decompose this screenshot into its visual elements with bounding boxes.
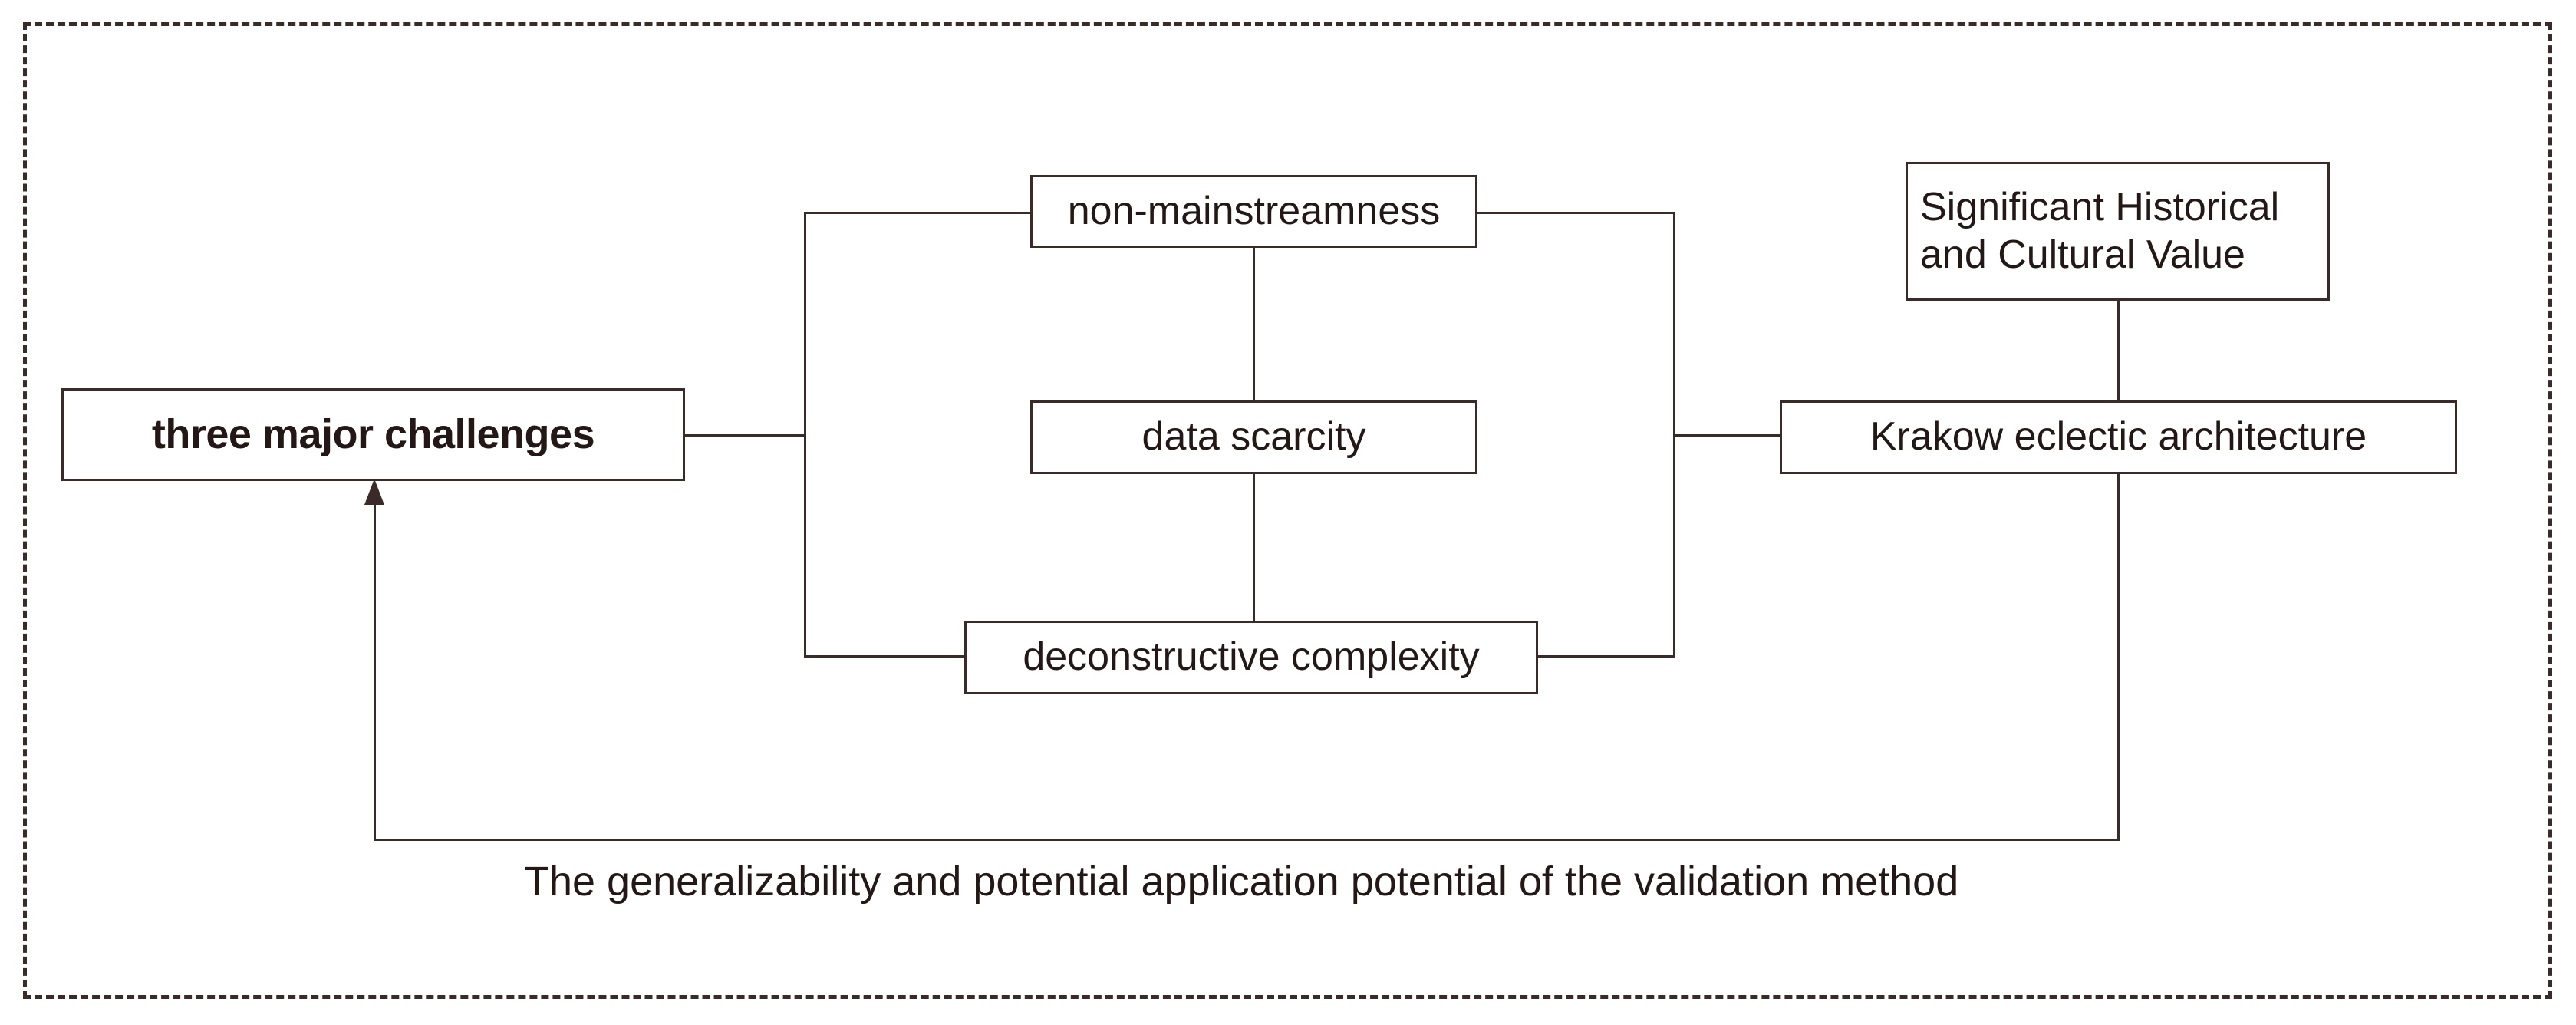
node-label-krakow-eclectic-architecture: Krakow eclectic architecture — [1869, 414, 2367, 460]
edge-bracket-to-non-mainstreamness — [804, 212, 1032, 214]
feedback-line-up-to-challenges — [374, 503, 376, 840]
node-label-deconstructive-complexity: deconstructive complexity — [1023, 634, 1480, 680]
node-label-non-mainstreamness: non-mainstreamness — [1067, 188, 1441, 233]
edge-bracket-to-deconstructive — [804, 655, 966, 658]
node-significant-historical-and-cultural-value[interactable]: Significant Historical and Cultural Valu… — [1906, 162, 2330, 301]
feedback-line-horizontal — [374, 839, 2120, 841]
node-label-significant-historical-and-cultural-value: Significant Historical and Cultural Valu… — [1920, 185, 2280, 277]
dashed-boundary-frame — [23, 22, 2552, 999]
node-label-three-major-challenges: three major challenges — [151, 410, 595, 457]
feedback-arrowhead-icon — [364, 479, 384, 505]
feedback-line-down-from-krakow — [2117, 474, 2120, 841]
diagram-caption: The generalizability and potential appli… — [524, 859, 1959, 905]
edge-non-mainstreamness-to-right-bracket — [1477, 212, 1675, 214]
node-deconstructive-complexity[interactable]: deconstructive complexity — [964, 621, 1538, 694]
node-non-mainstreamness[interactable]: non-mainstreamness — [1030, 175, 1477, 248]
edge-significant-value-to-krakow — [2117, 301, 2120, 403]
edge-right-bracket-to-krakow — [1673, 434, 1782, 437]
edge-non-mainstreamness-to-data-scarcity — [1253, 247, 1255, 402]
node-krakow-eclectic-architecture[interactable]: Krakow eclectic architecture — [1780, 400, 2457, 474]
edge-deconstructive-to-right-bracket — [1538, 655, 1675, 658]
node-three-major-challenges[interactable]: three major challenges — [61, 388, 685, 481]
edge-left-bracket-vertical — [804, 212, 806, 658]
edge-data-scarcity-to-deconstructive — [1253, 473, 1255, 622]
node-label-data-scarcity: data scarcity — [1141, 414, 1366, 460]
node-data-scarcity[interactable]: data scarcity — [1030, 400, 1477, 474]
edge-challenges-to-bracket — [685, 434, 806, 437]
